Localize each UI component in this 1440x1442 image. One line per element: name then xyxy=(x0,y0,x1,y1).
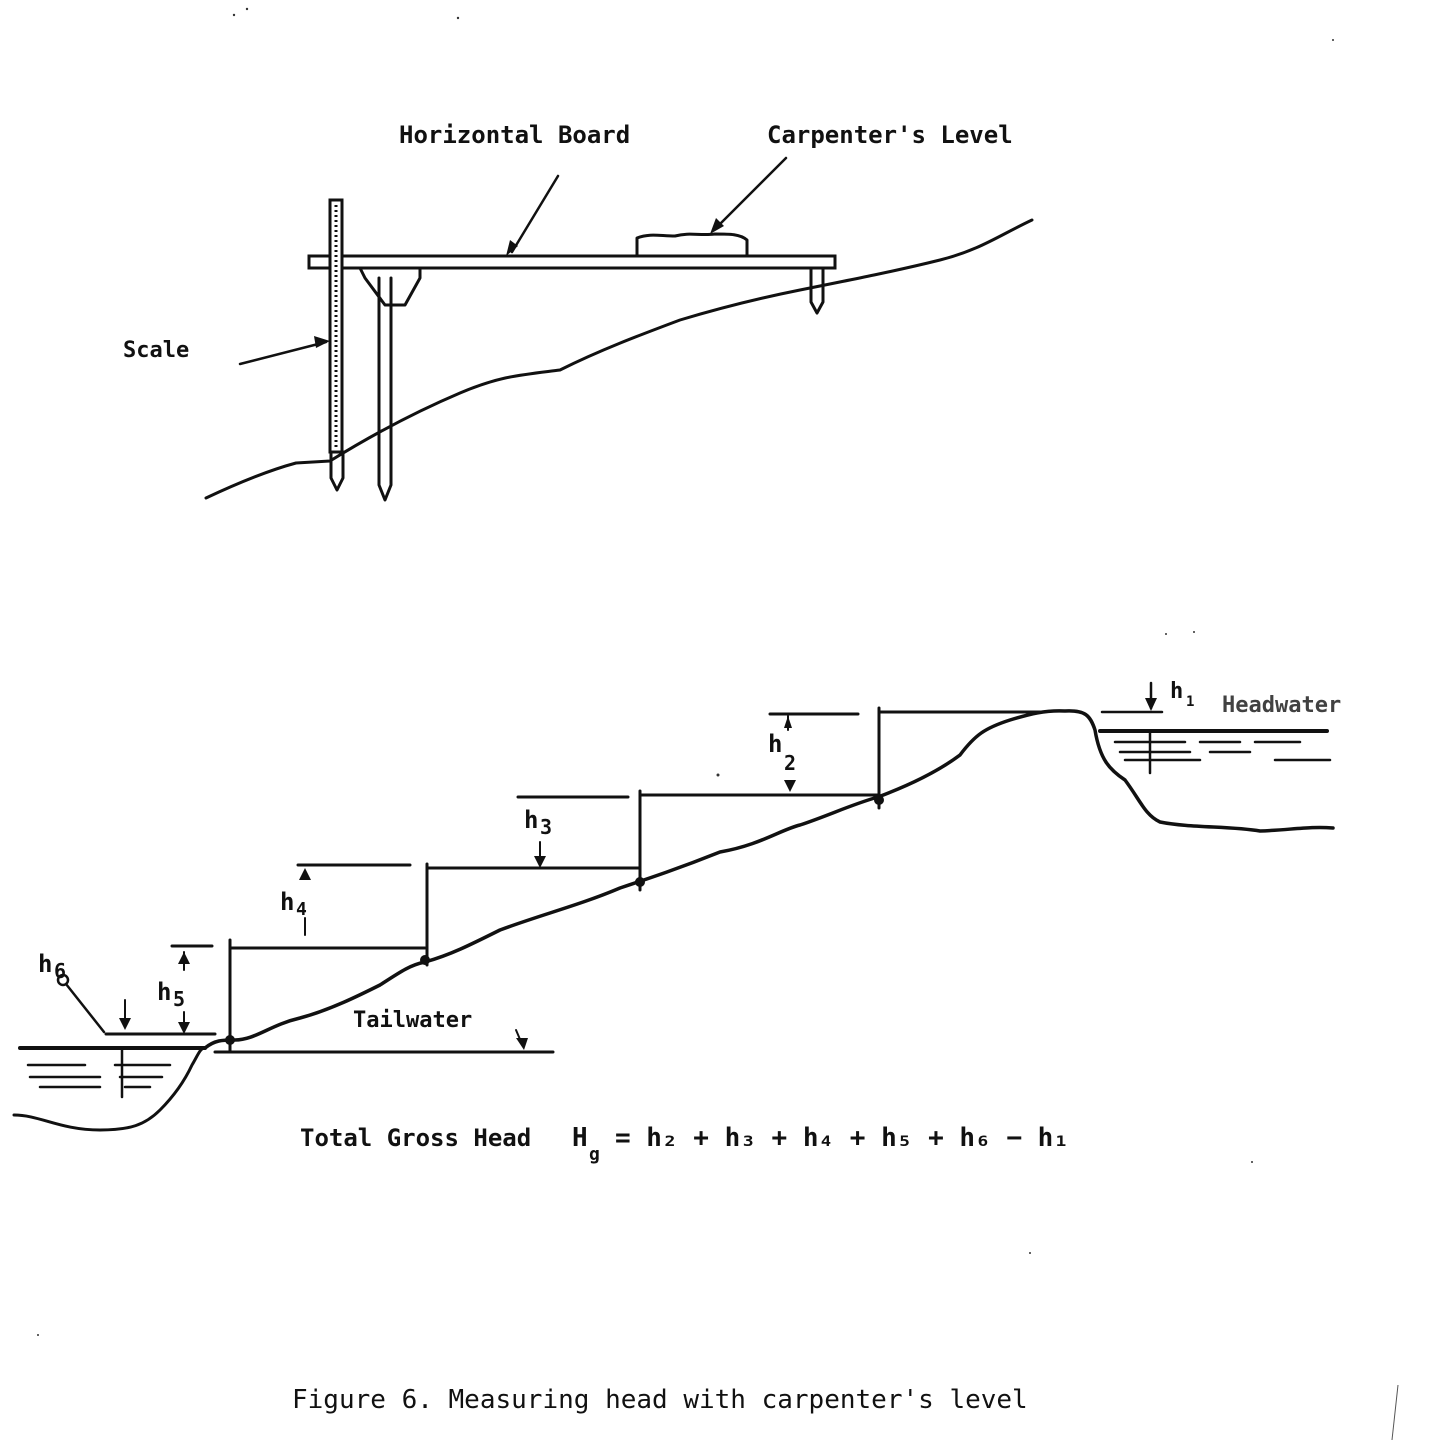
h5-station-point xyxy=(225,1035,235,1045)
svg-text:h: h xyxy=(524,806,538,834)
h2-station-point xyxy=(874,795,884,805)
tailwater-arrowhead xyxy=(516,1038,528,1050)
svg-text:= h₂ + h₃ + h₄ + h₅ + h₆ − h₁: = h₂ + h₃ + h₄ + h₅ + h₆ − h₁ xyxy=(615,1123,1069,1153)
level-leader-arrowhead xyxy=(710,218,724,234)
horizontal-board-label: Horizontal Board xyxy=(399,121,630,149)
svg-text:h: h xyxy=(38,950,52,978)
bottom-diagram: Headwater Tailwater h 1 h 2 h 3 h 4 h 5 … xyxy=(12,679,1341,1165)
carpenters-level-label: Carpenter's Level xyxy=(767,121,1013,149)
h5-label: h 5 xyxy=(157,978,185,1011)
tailwater-label: Tailwater xyxy=(353,1008,472,1033)
svg-text:Total Gross Head: Total Gross Head xyxy=(300,1124,531,1152)
svg-text:2: 2 xyxy=(784,751,796,775)
scale-label: Scale xyxy=(123,338,189,363)
top-diagram: Horizontal Board Carpenter's Level Scale xyxy=(123,121,1034,502)
support-stake xyxy=(358,266,422,502)
svg-text:5: 5 xyxy=(173,987,185,1011)
h5-arrow-bottom xyxy=(178,1022,190,1034)
h2-arrow-bottom xyxy=(784,780,796,792)
h6-label: h 6 xyxy=(38,950,66,983)
svg-text:h: h xyxy=(768,730,782,758)
h6-arrow-bottom xyxy=(119,1018,131,1030)
h3-station-point xyxy=(635,877,645,887)
headwater-label: Headwater xyxy=(1222,693,1341,718)
h6-leader-line xyxy=(64,982,106,1034)
level-leader-line xyxy=(714,156,788,230)
svg-text:1: 1 xyxy=(1186,694,1194,710)
h4-station-point xyxy=(420,955,430,965)
ground-slope-top xyxy=(204,218,1034,500)
svg-text:4: 4 xyxy=(296,899,307,920)
board-leader-line xyxy=(510,174,560,254)
svg-text:H: H xyxy=(572,1123,588,1153)
scan-artifacts xyxy=(37,7,1334,1336)
figure-caption: Figure 6. Measuring head with carpenter'… xyxy=(292,1385,1028,1415)
ground-profile xyxy=(203,709,1335,1050)
scan-edge-mark xyxy=(1391,1384,1399,1441)
h1-arrowhead xyxy=(1145,698,1157,711)
svg-text:3: 3 xyxy=(540,815,552,839)
h2-label: h 2 xyxy=(768,730,796,775)
scale-leader-arrowhead xyxy=(314,336,330,348)
h4-arrow-top xyxy=(299,868,311,880)
scale-rod xyxy=(328,198,345,492)
h3-label: h 3 xyxy=(524,806,552,839)
svg-text:h: h xyxy=(1170,679,1183,704)
horizontal-board xyxy=(307,254,837,270)
scale-leader-line xyxy=(238,340,328,366)
svg-text:6: 6 xyxy=(54,959,66,983)
svg-text:g: g xyxy=(589,1144,600,1165)
right-stake xyxy=(809,266,825,315)
h4-label: h 4 xyxy=(280,888,307,920)
svg-text:h: h xyxy=(157,978,171,1006)
carpenters-level xyxy=(635,232,749,257)
tailwater-bank xyxy=(12,1046,207,1132)
total-gross-head-formula: Total Gross Head H g = h₂ + h₃ + h₄ + h₅… xyxy=(300,1123,1069,1165)
svg-text:h: h xyxy=(280,888,294,916)
h6-leader-ring xyxy=(56,973,70,987)
board-leader-arrowhead xyxy=(506,240,518,256)
h1-label: h 1 xyxy=(1170,679,1194,710)
h3-arrow-bottom xyxy=(534,856,546,868)
